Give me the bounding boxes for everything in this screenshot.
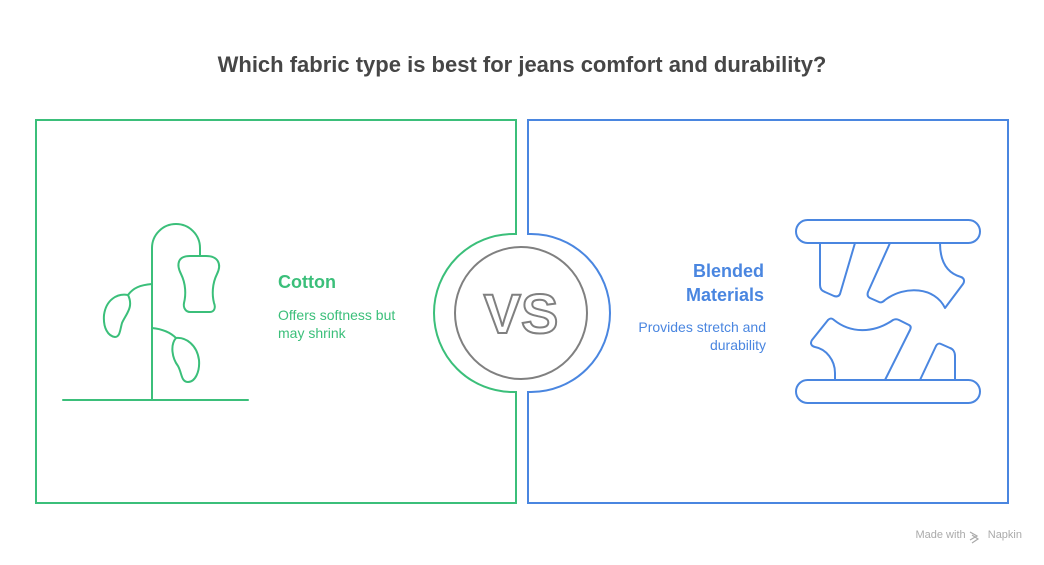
cotton-heading: Cotton bbox=[278, 272, 336, 292]
made-with-napkin[interactable]: Made with Napkin bbox=[915, 529, 1022, 541]
cotton-plant-icon bbox=[62, 223, 249, 401]
cotton-panel bbox=[35, 119, 517, 504]
vs-circle bbox=[454, 246, 588, 380]
napkin-logo-icon bbox=[969, 531, 980, 544]
blended-heading: Blended Materials bbox=[624, 259, 764, 307]
napkin-brand: Napkin bbox=[987, 529, 1022, 541]
made-with-text: Made with bbox=[915, 529, 966, 541]
blended-heading-line2: Materials bbox=[685, 285, 764, 305]
blended-fabric-icon bbox=[795, 219, 981, 404]
blended-description: Provides stretch and durability bbox=[638, 319, 766, 353]
vs-label: VS bbox=[484, 282, 559, 345]
page-title: Which fabric type is best for jeans comf… bbox=[217, 52, 827, 77]
cotton-description: Offers softness but may shrink bbox=[278, 307, 396, 341]
blended-heading-line1: Blended bbox=[692, 261, 764, 281]
blended-panel bbox=[527, 119, 1009, 504]
